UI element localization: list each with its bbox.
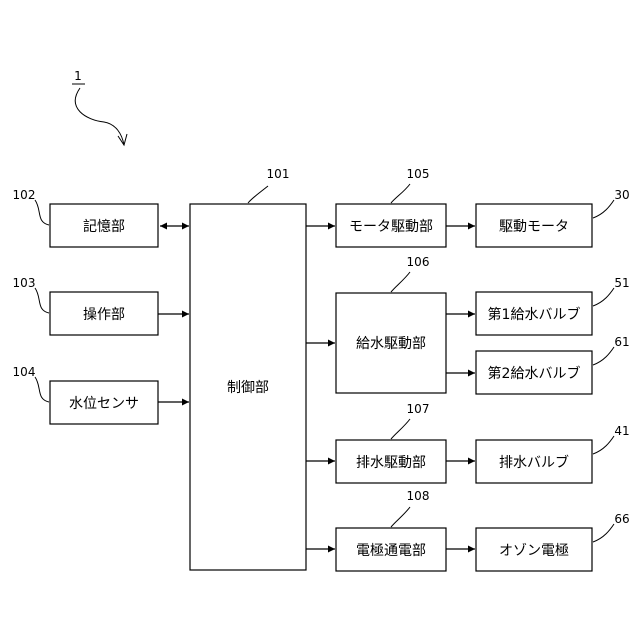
water-level-sensor-block: 水位センサ 104	[13, 365, 158, 424]
drain-valve-ref-leader	[593, 436, 614, 454]
controller-block: 制御部 101	[190, 167, 306, 570]
drain-valve-label: 排水バルブ	[499, 454, 569, 471]
storage-label: 記憶部	[83, 218, 125, 235]
operation-label: 操作部	[83, 307, 125, 323]
electrode-energizer-ref-leader	[391, 507, 410, 527]
operation-block: 操作部 103	[13, 276, 158, 335]
drive-motor-ref-leader	[593, 200, 614, 218]
first-supply-valve-ref: 51	[614, 276, 629, 290]
electrode-energizer-block: 電極通電部 108	[336, 489, 446, 571]
motor-driver-block: モータ駆動部 105	[336, 167, 446, 247]
water-level-sensor-label: 水位センサ	[69, 396, 139, 412]
first-supply-valve-ref-leader	[593, 288, 614, 306]
storage-ref: 102	[13, 188, 36, 202]
electrode-energizer-ref: 108	[407, 489, 430, 503]
second-supply-valve-ref: 61	[614, 335, 629, 349]
drain-driver-ref-leader	[391, 419, 410, 439]
second-supply-valve-block: 第2給水バルブ 61	[476, 335, 630, 394]
drain-valve-ref: 41	[614, 424, 629, 438]
water-supply-driver-label: 給水駆動部	[356, 336, 426, 352]
controller-ref: 101	[267, 167, 290, 181]
motor-driver-label: モータ駆動部	[349, 219, 433, 235]
ozone-electrode-ref: 66	[614, 512, 629, 526]
drive-motor-label: 駆動モータ	[499, 219, 569, 235]
first-supply-valve-label: 第1給水バルブ	[488, 306, 581, 323]
controller-label: 制御部	[227, 380, 269, 396]
first-supply-valve-block: 第1給水バルブ 51	[476, 276, 630, 335]
ozone-electrode-block: オゾン電極 66	[476, 512, 630, 571]
drain-valve-block: 排水バルブ 41	[476, 424, 630, 483]
water-supply-driver-ref: 106	[407, 255, 430, 269]
ozone-electrode-ref-leader	[593, 524, 614, 542]
operation-ref: 103	[13, 276, 36, 290]
ozone-electrode-label: オゾン電極	[499, 543, 569, 559]
motor-driver-ref-leader	[391, 184, 410, 203]
drive-motor-block: 駆動モータ 30	[476, 188, 630, 247]
drive-motor-ref: 30	[614, 188, 629, 202]
storage-ref-leader	[35, 200, 49, 225]
figure-ref-arrow	[75, 88, 124, 145]
electrode-energizer-label: 電極通電部	[356, 543, 426, 559]
motor-driver-ref: 105	[407, 167, 430, 181]
storage-block: 記憶部 102	[13, 188, 158, 247]
drain-driver-ref: 107	[407, 402, 430, 416]
drain-driver-label: 排水駆動部	[356, 455, 426, 471]
figure-ref-number: 1	[74, 69, 82, 83]
water-level-sensor-ref-leader	[35, 377, 49, 402]
water-supply-driver-block: 給水駆動部 106	[336, 255, 446, 393]
drain-driver-block: 排水駆動部 107	[336, 402, 446, 483]
controller-ref-leader	[248, 186, 268, 203]
water-level-sensor-ref: 104	[13, 365, 36, 379]
water-supply-driver-ref-leader	[391, 272, 410, 292]
second-supply-valve-label: 第2給水バルブ	[488, 365, 581, 382]
second-supply-valve-ref-leader	[593, 347, 614, 365]
operation-ref-leader	[35, 288, 49, 313]
figure-reference: 1	[72, 69, 127, 145]
